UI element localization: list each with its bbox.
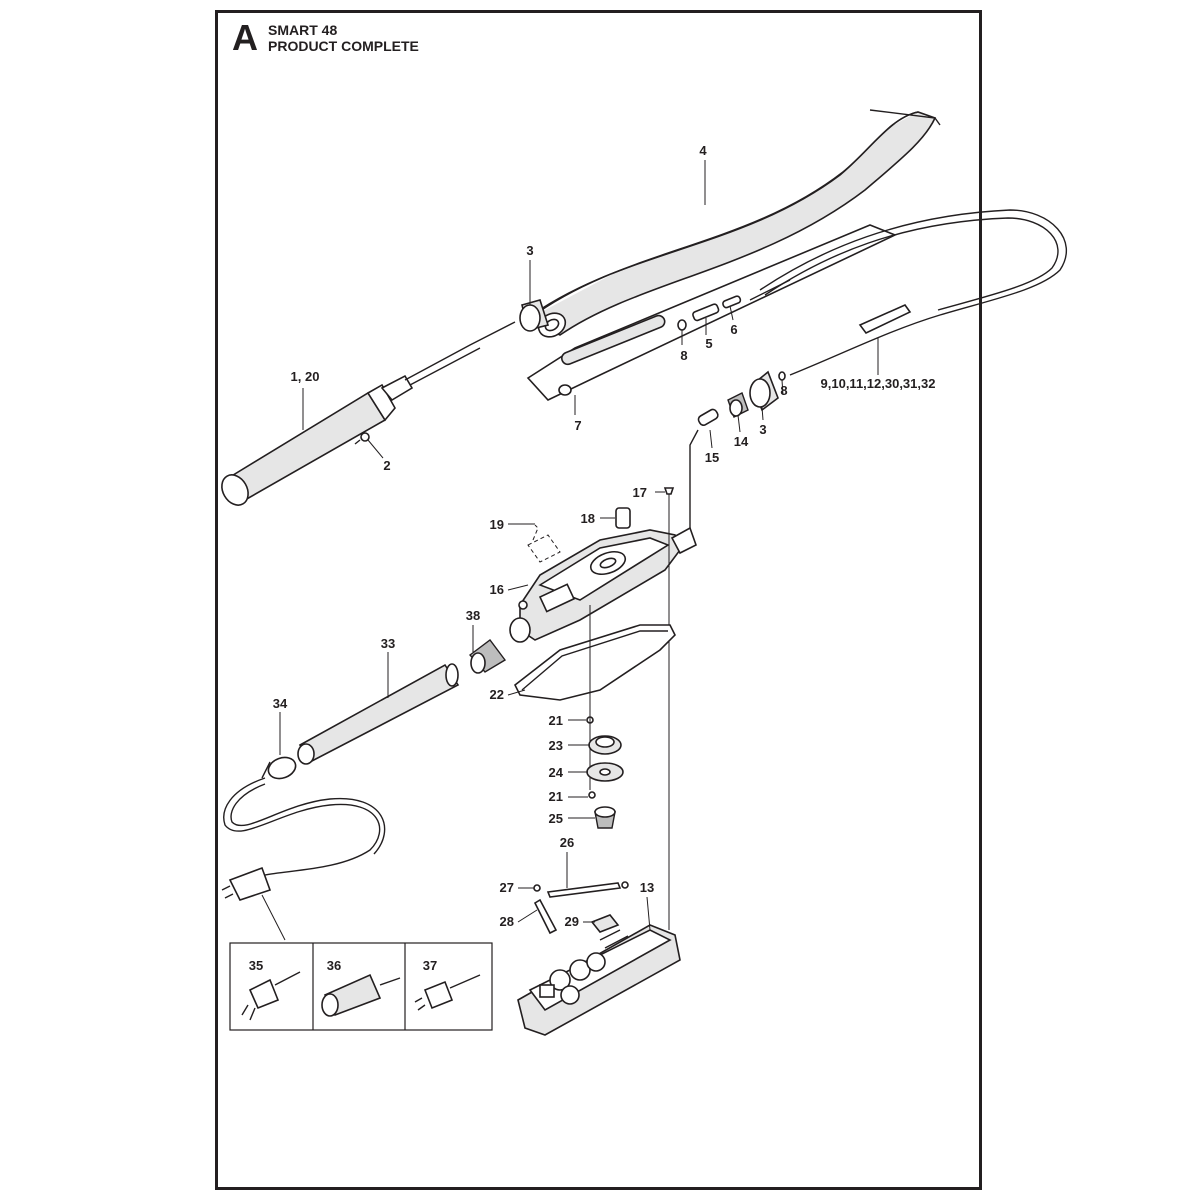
part-5-6-8-fittings [677, 295, 742, 331]
callout-8-upper: 8 [680, 348, 687, 363]
callout-17: 17 [633, 485, 647, 500]
part-14-coupling [727, 392, 749, 418]
part-17-screw [663, 487, 675, 930]
callout-36: 36 [327, 958, 341, 973]
callout-38: 38 [466, 608, 480, 623]
callout-14: 14 [734, 434, 749, 449]
part-25-grommet [594, 806, 616, 829]
power-cord [221, 777, 386, 941]
part-13-lower-housing [517, 924, 681, 1036]
callout-8-lower: 8 [780, 383, 787, 398]
callout-13: 13 [640, 880, 654, 895]
part-21-screw-a [586, 605, 594, 790]
callout-1-20: 1, 20 [291, 369, 320, 384]
part-18-cap [615, 507, 631, 529]
part-2-screw [354, 432, 370, 445]
callout-18: 18 [581, 511, 595, 526]
part-24-flange [586, 762, 624, 782]
part-9-32-cable-assembly [749, 209, 1067, 376]
part-26-rod [546, 881, 629, 898]
part-37-plug [414, 974, 481, 1011]
part-27-screw [533, 884, 541, 892]
callout-27: 27 [500, 880, 514, 895]
callout-29: 29 [565, 914, 579, 929]
plug-options-box [229, 942, 493, 1031]
callout-15: 15 [705, 450, 719, 465]
callout-21-lower: 21 [549, 789, 563, 804]
part-8-fitting-lower [778, 371, 786, 381]
callout-33: 33 [381, 636, 395, 651]
model-name: SMART 48 [268, 22, 338, 38]
part-33-grip [297, 663, 460, 765]
part-23-bearing [588, 735, 622, 755]
section-letter: A [232, 17, 258, 58]
callout-4: 4 [699, 143, 707, 158]
part-4-hose [523, 109, 941, 338]
callout-5: 5 [705, 336, 712, 351]
part-16-housing [509, 526, 697, 643]
callout-26: 26 [560, 835, 574, 850]
callout-6: 6 [730, 322, 737, 337]
callout-9-32: 9,10,11,12,30,31,32 [821, 376, 936, 391]
part-35-plug [241, 971, 301, 1021]
part-21-screw-b [588, 791, 596, 799]
callout-3-lower: 3 [759, 422, 766, 437]
part-36-plug [321, 973, 401, 1017]
callout-16: 16 [490, 582, 504, 597]
callout-3-upper: 3 [526, 243, 533, 258]
part-38-connector [468, 639, 507, 674]
callout-21-upper: 21 [549, 713, 563, 728]
part-22-gasket [513, 624, 676, 701]
callout-35: 35 [249, 958, 263, 973]
part-3-sleeve-lower [749, 370, 779, 412]
part-29-pad [590, 914, 620, 933]
part-19-clip [527, 524, 561, 563]
part-28-pin [533, 898, 558, 935]
part-15-sleeve [679, 408, 719, 541]
callout-34: 34 [273, 696, 288, 711]
callout-22: 22 [490, 687, 504, 702]
leader-lines [279, 160, 879, 931]
callout-7: 7 [574, 418, 581, 433]
title-block: SMART 48 PRODUCT COMPLETE [268, 22, 419, 54]
callout-2: 2 [383, 458, 390, 473]
callout-37: 37 [423, 958, 437, 973]
callout-23: 23 [549, 738, 563, 753]
part-3-sleeve-upper [519, 299, 550, 332]
callout-24: 24 [549, 765, 564, 780]
callout-19: 19 [490, 517, 504, 532]
diagram-subtitle: PRODUCT COMPLETE [268, 38, 419, 54]
callout-28: 28 [500, 914, 514, 929]
part-1-20-poker-head [221, 321, 516, 506]
part-34-clamp [261, 756, 297, 780]
callout-25: 25 [549, 811, 563, 826]
